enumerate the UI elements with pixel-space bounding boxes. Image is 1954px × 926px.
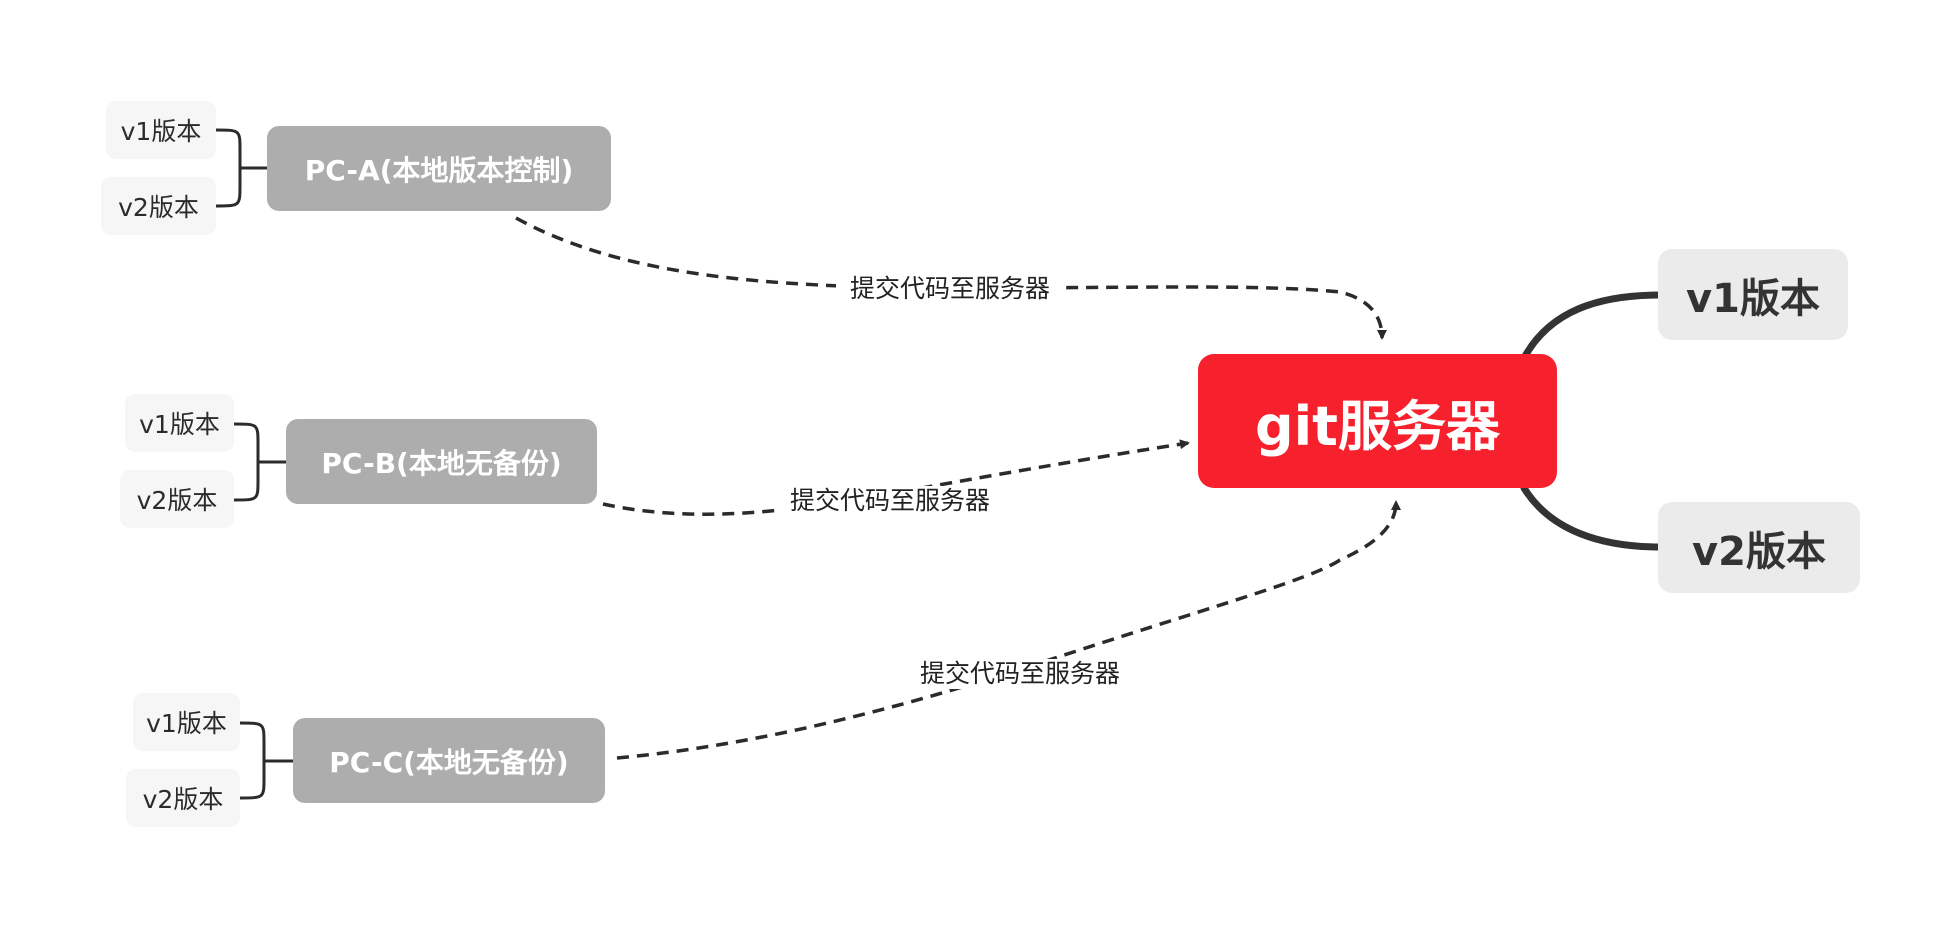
pc-c-node: PC-C(本地无备份) bbox=[293, 718, 605, 803]
pc-b-v1-node: v1版本 bbox=[125, 394, 234, 452]
bracket-pc-c bbox=[239, 721, 294, 800]
edge-label-pc-a: 提交代码至服务器 bbox=[836, 274, 1064, 304]
server-v2-node: v2版本 bbox=[1658, 502, 1860, 593]
edge-label-pc-c: 提交代码至服务器 bbox=[906, 659, 1134, 689]
pc-a-v2-node: v2版本 bbox=[101, 177, 216, 235]
server-v1-node: v1版本 bbox=[1658, 249, 1848, 340]
bracket-pc-b bbox=[233, 422, 287, 502]
branch-server-v1 bbox=[1520, 291, 1664, 362]
branch-server-v2 bbox=[1520, 484, 1664, 551]
pc-b-node: PC-B(本地无备份) bbox=[286, 419, 597, 504]
git-server-node: git服务器 bbox=[1198, 354, 1557, 488]
pc-a-v1-node: v1版本 bbox=[106, 101, 216, 159]
pc-b-v2-node: v2版本 bbox=[120, 470, 234, 528]
pc-a-node: PC-A(本地版本控制) bbox=[267, 126, 611, 211]
bracket-pc-a bbox=[215, 128, 268, 208]
edge-pc-b-to-server bbox=[602, 439, 1190, 516]
pc-c-v1-node: v1版本 bbox=[133, 693, 240, 751]
edge-pc-c-to-server bbox=[616, 500, 1401, 760]
edge-label-pc-b: 提交代码至服务器 bbox=[776, 486, 1004, 516]
pc-c-v2-node: v2版本 bbox=[126, 769, 240, 827]
